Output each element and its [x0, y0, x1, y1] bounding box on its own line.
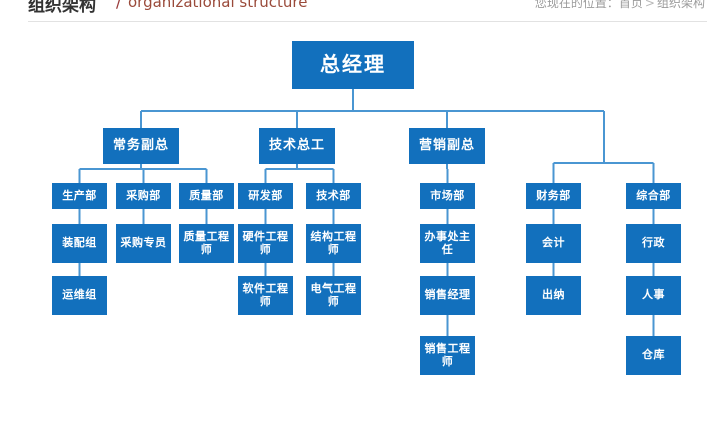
org-node-label: 硬件工程师: [242, 229, 289, 256]
org-node-label: 销售工程师: [424, 341, 471, 368]
org-node-label: 装配组: [62, 236, 97, 250]
org-node-label: 销售经理: [424, 288, 471, 302]
org-node-label: 技术部: [316, 188, 351, 202]
org-node-label: 软件工程师: [242, 281, 289, 308]
org-node-acct[interactable]: 会计: [526, 224, 581, 263]
org-node-label: 结构工程师: [310, 229, 357, 256]
org-node-qual_eng[interactable]: 质量工程师: [179, 224, 234, 263]
org-node-label: 采购专员: [120, 236, 167, 250]
org-node-tech[interactable]: 技术部: [306, 183, 361, 209]
org-node-vp_exec[interactable]: 常务副总: [103, 128, 179, 164]
org-node-vp_sales[interactable]: 营销副总: [409, 128, 485, 164]
org-node-label: 办事处主任: [424, 229, 471, 256]
org-node-label: 质量部: [189, 188, 224, 202]
org-node-label: 总经理: [320, 52, 386, 77]
org-node-label: 出纳: [542, 288, 565, 302]
org-node-struct_eng[interactable]: 结构工程师: [306, 224, 361, 263]
org-node-office_dir[interactable]: 办事处主任: [420, 224, 475, 263]
breadcrumb-separator-icon: >: [644, 0, 655, 10]
org-node-prod[interactable]: 生产部: [52, 183, 107, 209]
org-node-warehouse[interactable]: 仓库: [626, 336, 681, 375]
org-node-gm[interactable]: 总经理: [292, 41, 414, 89]
org-node-finance[interactable]: 财务部: [526, 183, 581, 209]
org-node-cashier[interactable]: 出纳: [526, 276, 581, 315]
org-node-label: 生产部: [62, 188, 97, 202]
breadcrumb-item-current: 组织架构: [656, 0, 705, 10]
org-node-sales_eng[interactable]: 销售工程师: [420, 336, 475, 375]
breadcrumb: 您现在的位置：首页>组织架构: [535, 0, 705, 11]
org-node-label: 财务部: [536, 188, 571, 202]
org-node-label: 常务副总: [112, 138, 169, 154]
org-node-sw_eng[interactable]: 软件工程师: [238, 276, 293, 315]
org-node-label: 质量工程师: [183, 229, 230, 256]
breadcrumb-prefix: 您现在的位置：: [534, 0, 619, 10]
org-node-elec_eng[interactable]: 电气工程师: [306, 276, 361, 315]
org-node-market[interactable]: 市场部: [420, 183, 475, 209]
org-node-label: 人事: [642, 288, 665, 302]
org-node-label: 会计: [542, 236, 565, 250]
org-node-label: 运维组: [62, 288, 97, 302]
org-node-label: 电气工程师: [310, 281, 357, 308]
page-title: 组织架构: [28, 0, 96, 16]
org-node-buyer[interactable]: 采购专员: [116, 224, 171, 263]
org-node-admin[interactable]: 行政: [626, 224, 681, 263]
org-node-purch[interactable]: 采购部: [116, 183, 171, 209]
org-node-sales_mgr[interactable]: 销售经理: [420, 276, 475, 315]
org-node-cto[interactable]: 技术总工: [259, 128, 335, 164]
breadcrumb-item-home[interactable]: 首页: [618, 0, 643, 10]
org-node-label: 综合部: [636, 188, 671, 202]
page-title-english: organizational structure: [128, 0, 308, 11]
org-node-label: 仓库: [642, 348, 665, 362]
org-node-label: 行政: [642, 236, 665, 250]
page-header: 组织架构 / organizational structure 您现在的位置：首…: [0, 0, 707, 22]
org-node-assembly[interactable]: 装配组: [52, 224, 107, 263]
org-node-label: 营销副总: [418, 138, 475, 154]
org-node-rd[interactable]: 研发部: [238, 183, 293, 209]
org-node-hr[interactable]: 人事: [626, 276, 681, 315]
org-node-label: 采购部: [126, 188, 161, 202]
org-node-label: 技术总工: [268, 138, 325, 154]
org-node-hw_eng[interactable]: 硬件工程师: [238, 224, 293, 263]
org-node-ops[interactable]: 运维组: [52, 276, 107, 315]
org-node-label: 市场部: [430, 188, 465, 202]
org-node-qual[interactable]: 质量部: [179, 183, 234, 209]
header-divider: [28, 21, 707, 22]
org-node-label: 研发部: [248, 188, 283, 202]
org-node-general[interactable]: 综合部: [626, 183, 681, 209]
title-separator: /: [116, 0, 122, 11]
